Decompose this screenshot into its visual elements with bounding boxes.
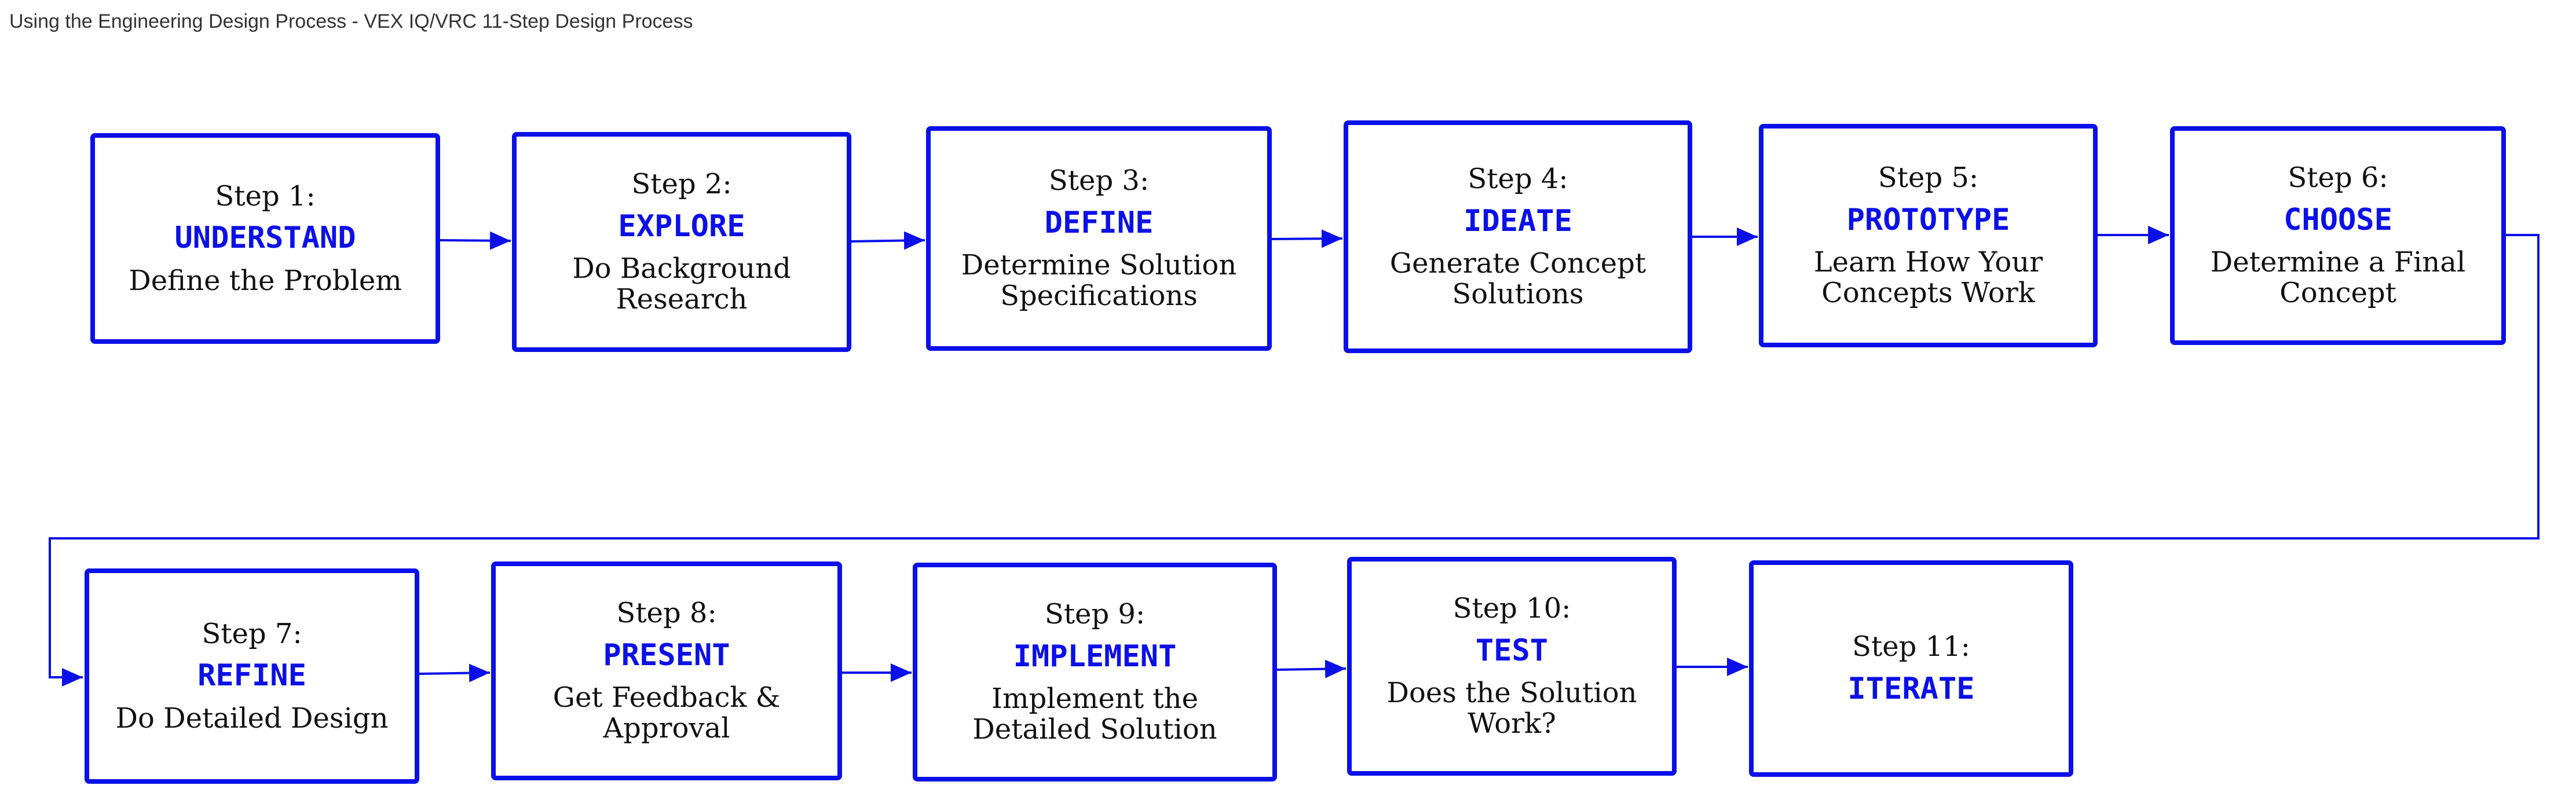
step-name: IMPLEMENT bbox=[1013, 639, 1177, 674]
step-3-box: Step 3: DEFINE Determine Solution Specif… bbox=[926, 126, 1272, 351]
step-number: Step 7: bbox=[202, 617, 302, 650]
connector-step9-step10 bbox=[1275, 659, 1346, 678]
step-2-box: Step 2: EXPLORE Do Background Research bbox=[512, 132, 851, 352]
step-description: Do Detailed Design bbox=[115, 702, 389, 735]
step-10-box: Step 10: TEST Does the Solution Work? bbox=[1347, 557, 1677, 776]
page-title: Using the Engineering Design Process - V… bbox=[9, 10, 693, 32]
connector-step1-step2 bbox=[438, 231, 511, 250]
step-name: EXPLORE bbox=[618, 209, 745, 244]
connector-step6-step7 bbox=[49, 234, 2540, 687]
step-name: ITERATE bbox=[1847, 671, 1975, 706]
step-number: Step 1: bbox=[215, 179, 316, 212]
step-name: CHOOSE bbox=[2284, 203, 2392, 237]
step-description: Determine a Final Concept bbox=[2210, 246, 2466, 309]
step-description: Learn How Your Concepts Work bbox=[1813, 246, 2043, 309]
step-number: Step 8: bbox=[616, 597, 717, 630]
step-7-box: Step 7: REFINE Do Detailed Design bbox=[85, 568, 419, 784]
step-number: Step 5: bbox=[1878, 162, 1979, 195]
step-number: Step 11: bbox=[1852, 630, 1970, 663]
step-number: Step 6: bbox=[2288, 162, 2388, 195]
step-name: PRESENT bbox=[603, 638, 730, 673]
step-description: Implement the Detailed Solution bbox=[972, 682, 1217, 746]
step-description: Determine Solution Specifications bbox=[961, 249, 1237, 312]
step-number: Step 3: bbox=[1048, 164, 1150, 197]
step-9-box: Step 9: IMPLEMENT Implement the Detailed… bbox=[913, 563, 1277, 781]
connector-step3-step4 bbox=[1270, 229, 1343, 248]
step-8-box: Step 8: PRESENT Get Feedback & Approval bbox=[491, 562, 842, 780]
step-number: Step 9: bbox=[1044, 598, 1146, 631]
connector-step7-step8 bbox=[418, 663, 491, 682]
step-1-box: Step 1: UNDERSTAND Define the Problem bbox=[90, 133, 440, 344]
step-name: IDEATE bbox=[1463, 204, 1572, 238]
step-name: REFINE bbox=[197, 658, 306, 693]
step-number: Step 4: bbox=[1468, 163, 1568, 196]
step-6-box: Step 6: CHOOSE Determine a Final Concept bbox=[2170, 126, 2506, 345]
step-name: PROTOTYPE bbox=[1846, 203, 2010, 237]
step-description: Does the Solution Work? bbox=[1386, 677, 1637, 740]
step-number: Step 2: bbox=[631, 168, 732, 201]
step-11-box: Step 11: ITERATE bbox=[1749, 560, 2073, 777]
step-number: Step 10: bbox=[1452, 592, 1571, 625]
connector-step2-step3 bbox=[850, 231, 925, 250]
step-name: UNDERSTAND bbox=[174, 221, 356, 256]
step-description: Do Background Research bbox=[572, 252, 791, 315]
step-name: DEFINE bbox=[1044, 205, 1154, 240]
step-5-box: Step 5: PROTOTYPE Learn How Your Concept… bbox=[1759, 124, 2098, 347]
step-name: TEST bbox=[1475, 633, 1549, 668]
step-description: Generate Concept Solutions bbox=[1389, 247, 1646, 310]
step-description: Define the Problem bbox=[129, 264, 402, 297]
step-4-box: Step 4: IDEATE Generate Concept Solution… bbox=[1344, 120, 1692, 353]
step-description: Get Feedback & Approval bbox=[552, 681, 781, 744]
